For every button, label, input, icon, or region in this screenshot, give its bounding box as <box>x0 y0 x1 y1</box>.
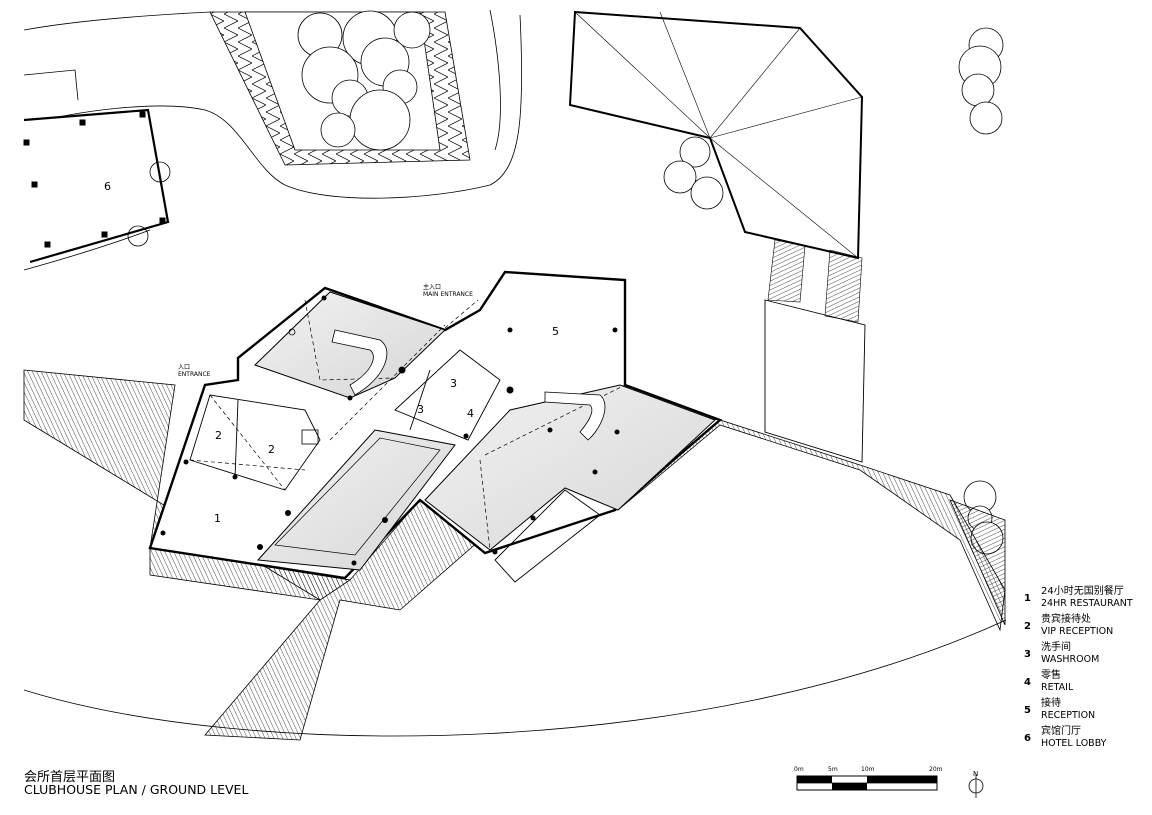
hotel-lobby-building <box>23 108 171 264</box>
legend-number: 6 <box>1024 733 1031 744</box>
legend-number: 3 <box>1024 649 1031 660</box>
room-label-2b: 2 <box>268 443 275 456</box>
main-entrance-en: MAIN ENTRANCE <box>423 291 473 298</box>
legend-cn: 洗手间 <box>1041 642 1071 653</box>
north-arrow-icon <box>968 774 984 798</box>
drawing-title-cn: 会所首层平面图 <box>24 770 116 785</box>
side-entrance-label: 入口 ENTRANCE <box>178 364 210 378</box>
legend-cn: 24小时无国别餐厅 <box>1041 586 1124 597</box>
legend-item: 1 24小时无国别餐厅 24HR RESTAURANT <box>1024 586 1149 614</box>
room-label-5: 5 <box>552 325 559 338</box>
scale-bar: 0m 5m 10m 20m <box>794 766 942 796</box>
side-entrance-cn: 入口 <box>178 364 191 371</box>
trees-right <box>958 27 1004 555</box>
side-entrance-en: ENTRANCE <box>178 371 211 378</box>
legend-en: WASHROOM <box>1041 654 1100 665</box>
legend-en: VIP RECEPTION <box>1041 626 1114 637</box>
legend-en: 24HR RESTAURANT <box>1041 598 1133 609</box>
roof-building <box>568 10 866 463</box>
scale-label-10: 10m <box>861 766 875 773</box>
legend-number: 2 <box>1024 621 1031 632</box>
tree-planter <box>209 10 471 166</box>
room-label-1: 1 <box>214 512 221 525</box>
north-label: N <box>966 770 986 796</box>
legend-cn: 贵宾接待处 <box>1041 614 1091 625</box>
legend-cn: 零售 <box>1041 670 1061 681</box>
main-entrance-label: 主入口 MAIN ENTRANCE <box>423 284 473 298</box>
legend-item: 6 宾馆门厅 HOTEL LOBBY <box>1024 726 1149 754</box>
drawing-title-en: CLUBHOUSE PLAN / GROUND LEVEL <box>24 782 249 797</box>
legend-number: 1 <box>1024 593 1031 604</box>
legend-number: 5 <box>1024 705 1031 716</box>
scale-label-20: 20m <box>929 766 943 773</box>
road-lines <box>23 9 1007 737</box>
legend-en: RETAIL <box>1041 682 1074 693</box>
scale-bar-graphic <box>796 775 938 791</box>
room-label-6: 6 <box>104 180 111 193</box>
legend-item: 3 洗手间 WASHROOM <box>1024 642 1149 670</box>
room-label-3a: 3 <box>450 377 457 390</box>
room-label-4: 4 <box>467 407 474 420</box>
main-entrance-cn: 主入口 <box>423 284 442 291</box>
legend-item: 2 贵宾接待处 VIP RECEPTION <box>1024 614 1149 642</box>
legend-en: RECEPTION <box>1041 710 1096 721</box>
legend-number: 4 <box>1024 677 1031 688</box>
legend-item: 4 零售 RETAIL <box>1024 670 1149 698</box>
legend-item: 5 接待 RECEPTION <box>1024 698 1149 726</box>
hatched-walkways <box>23 369 1006 741</box>
scale-label-5: 5m <box>828 766 838 773</box>
legend: 1 24小时无国别餐厅 24HR RESTAURANT 2 贵宾接待处 VIP … <box>1024 586 1149 754</box>
scale-label-0: 0m <box>794 766 804 773</box>
room-label-2a: 2 <box>215 429 222 442</box>
legend-en: HOTEL LOBBY <box>1041 738 1107 749</box>
legend-cn: 宾馆门厅 <box>1041 726 1081 737</box>
clubhouse-building <box>148 270 723 583</box>
north-letter: N <box>973 770 979 778</box>
room-label-3b: 3 <box>417 403 424 416</box>
legend-cn: 接待 <box>1041 698 1061 709</box>
